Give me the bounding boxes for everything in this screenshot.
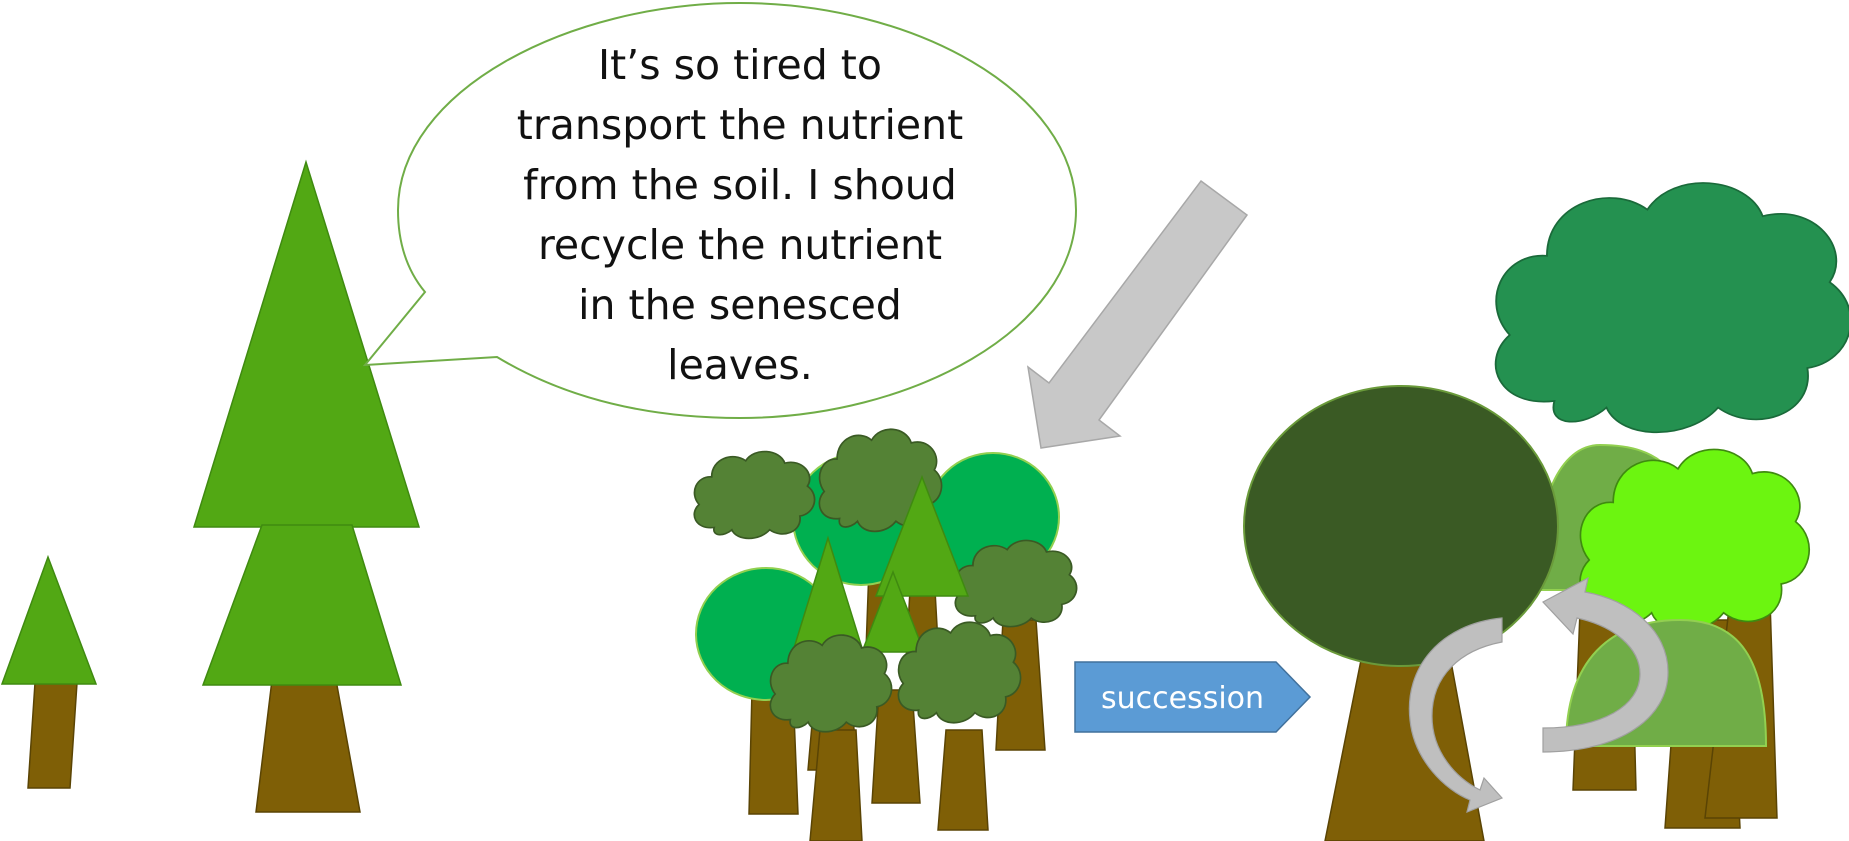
mixed-forest-cluster xyxy=(693,428,1078,841)
speech-line: transport the nutrient xyxy=(516,101,964,149)
succession-arrow xyxy=(1074,661,1312,733)
tall-conifer-tree xyxy=(192,159,421,813)
speech-line: from the soil. I shoud xyxy=(523,161,957,209)
speech-bubble-text: It’s so tired to transport the nutrient … xyxy=(480,35,1000,395)
speech-line: recycle the nutrient xyxy=(537,221,943,269)
speech-line: It’s so tired to xyxy=(598,41,882,89)
speech-bubble xyxy=(362,1,1078,420)
pointer-arrow xyxy=(1026,179,1249,449)
speech-line: in the senesced xyxy=(578,281,902,329)
nutrient-cycle-arrow xyxy=(1408,576,1669,813)
speech-line: leaves. xyxy=(667,341,813,389)
small-conifer-tree xyxy=(0,554,98,789)
succession-label: succession xyxy=(1100,680,1265,716)
